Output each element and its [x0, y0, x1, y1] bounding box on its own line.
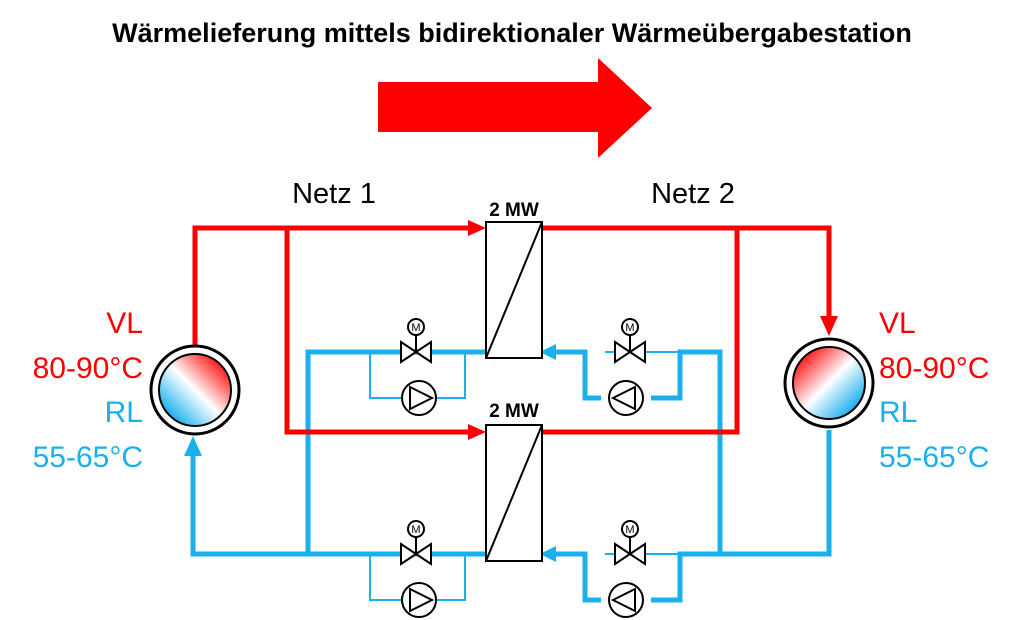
right-return-temp: 55-65°C — [879, 441, 989, 474]
supply-arrowhead-top-exchanger — [468, 220, 486, 236]
return-arrowhead-left-consumer — [184, 436, 202, 456]
supply-arrowhead-right-consumer — [820, 316, 838, 336]
motor-valve-bottom-right: M — [614, 520, 646, 566]
pump-bottom-right — [608, 582, 644, 618]
supply-pipes — [192, 225, 832, 435]
return-arrowhead-bottom-right — [540, 546, 556, 562]
supply-arrowhead-bottom-exchanger — [468, 424, 486, 440]
motor-symbol: M — [625, 322, 634, 334]
heat-flow-direction-arrow — [378, 58, 652, 158]
pump-bottom-left — [401, 582, 437, 618]
heat-exchanger-top — [485, 221, 543, 359]
exchanger-capacity-bottom: 2 MW — [489, 401, 539, 422]
left-network-heat-unit — [149, 344, 241, 436]
heat-exchanger-bottom — [485, 424, 543, 562]
network-label-left: Netz 1 — [292, 178, 376, 210]
pump-top-right — [608, 380, 644, 416]
left-supply-temp: 80-90°C — [33, 352, 143, 385]
right-supply-label: VL — [879, 307, 916, 340]
motor-symbol: M — [625, 524, 634, 536]
motor-valve-bottom-left: M — [400, 520, 432, 566]
motor-symbol: M — [411, 524, 420, 536]
diagram-title: Wärmelieferung mittels bidirektionaler W… — [112, 18, 912, 48]
return-arrowhead-top-right — [540, 344, 556, 360]
motor-valve-top-left: M — [400, 318, 432, 364]
left-return-label: RL — [105, 396, 143, 429]
right-supply-temp: 80-90°C — [879, 352, 989, 385]
motor-symbol: M — [411, 322, 420, 334]
left-supply-label: VL — [106, 307, 143, 340]
pump-top-left — [401, 380, 437, 416]
left-return-temp: 55-65°C — [33, 441, 143, 474]
right-return-label: RL — [879, 396, 917, 429]
right-network-heat-unit — [783, 337, 875, 429]
exchanger-capacity-top: 2 MW — [489, 200, 539, 221]
motor-valve-top-right: M — [614, 318, 646, 364]
network-label-right: Netz 2 — [651, 178, 735, 210]
